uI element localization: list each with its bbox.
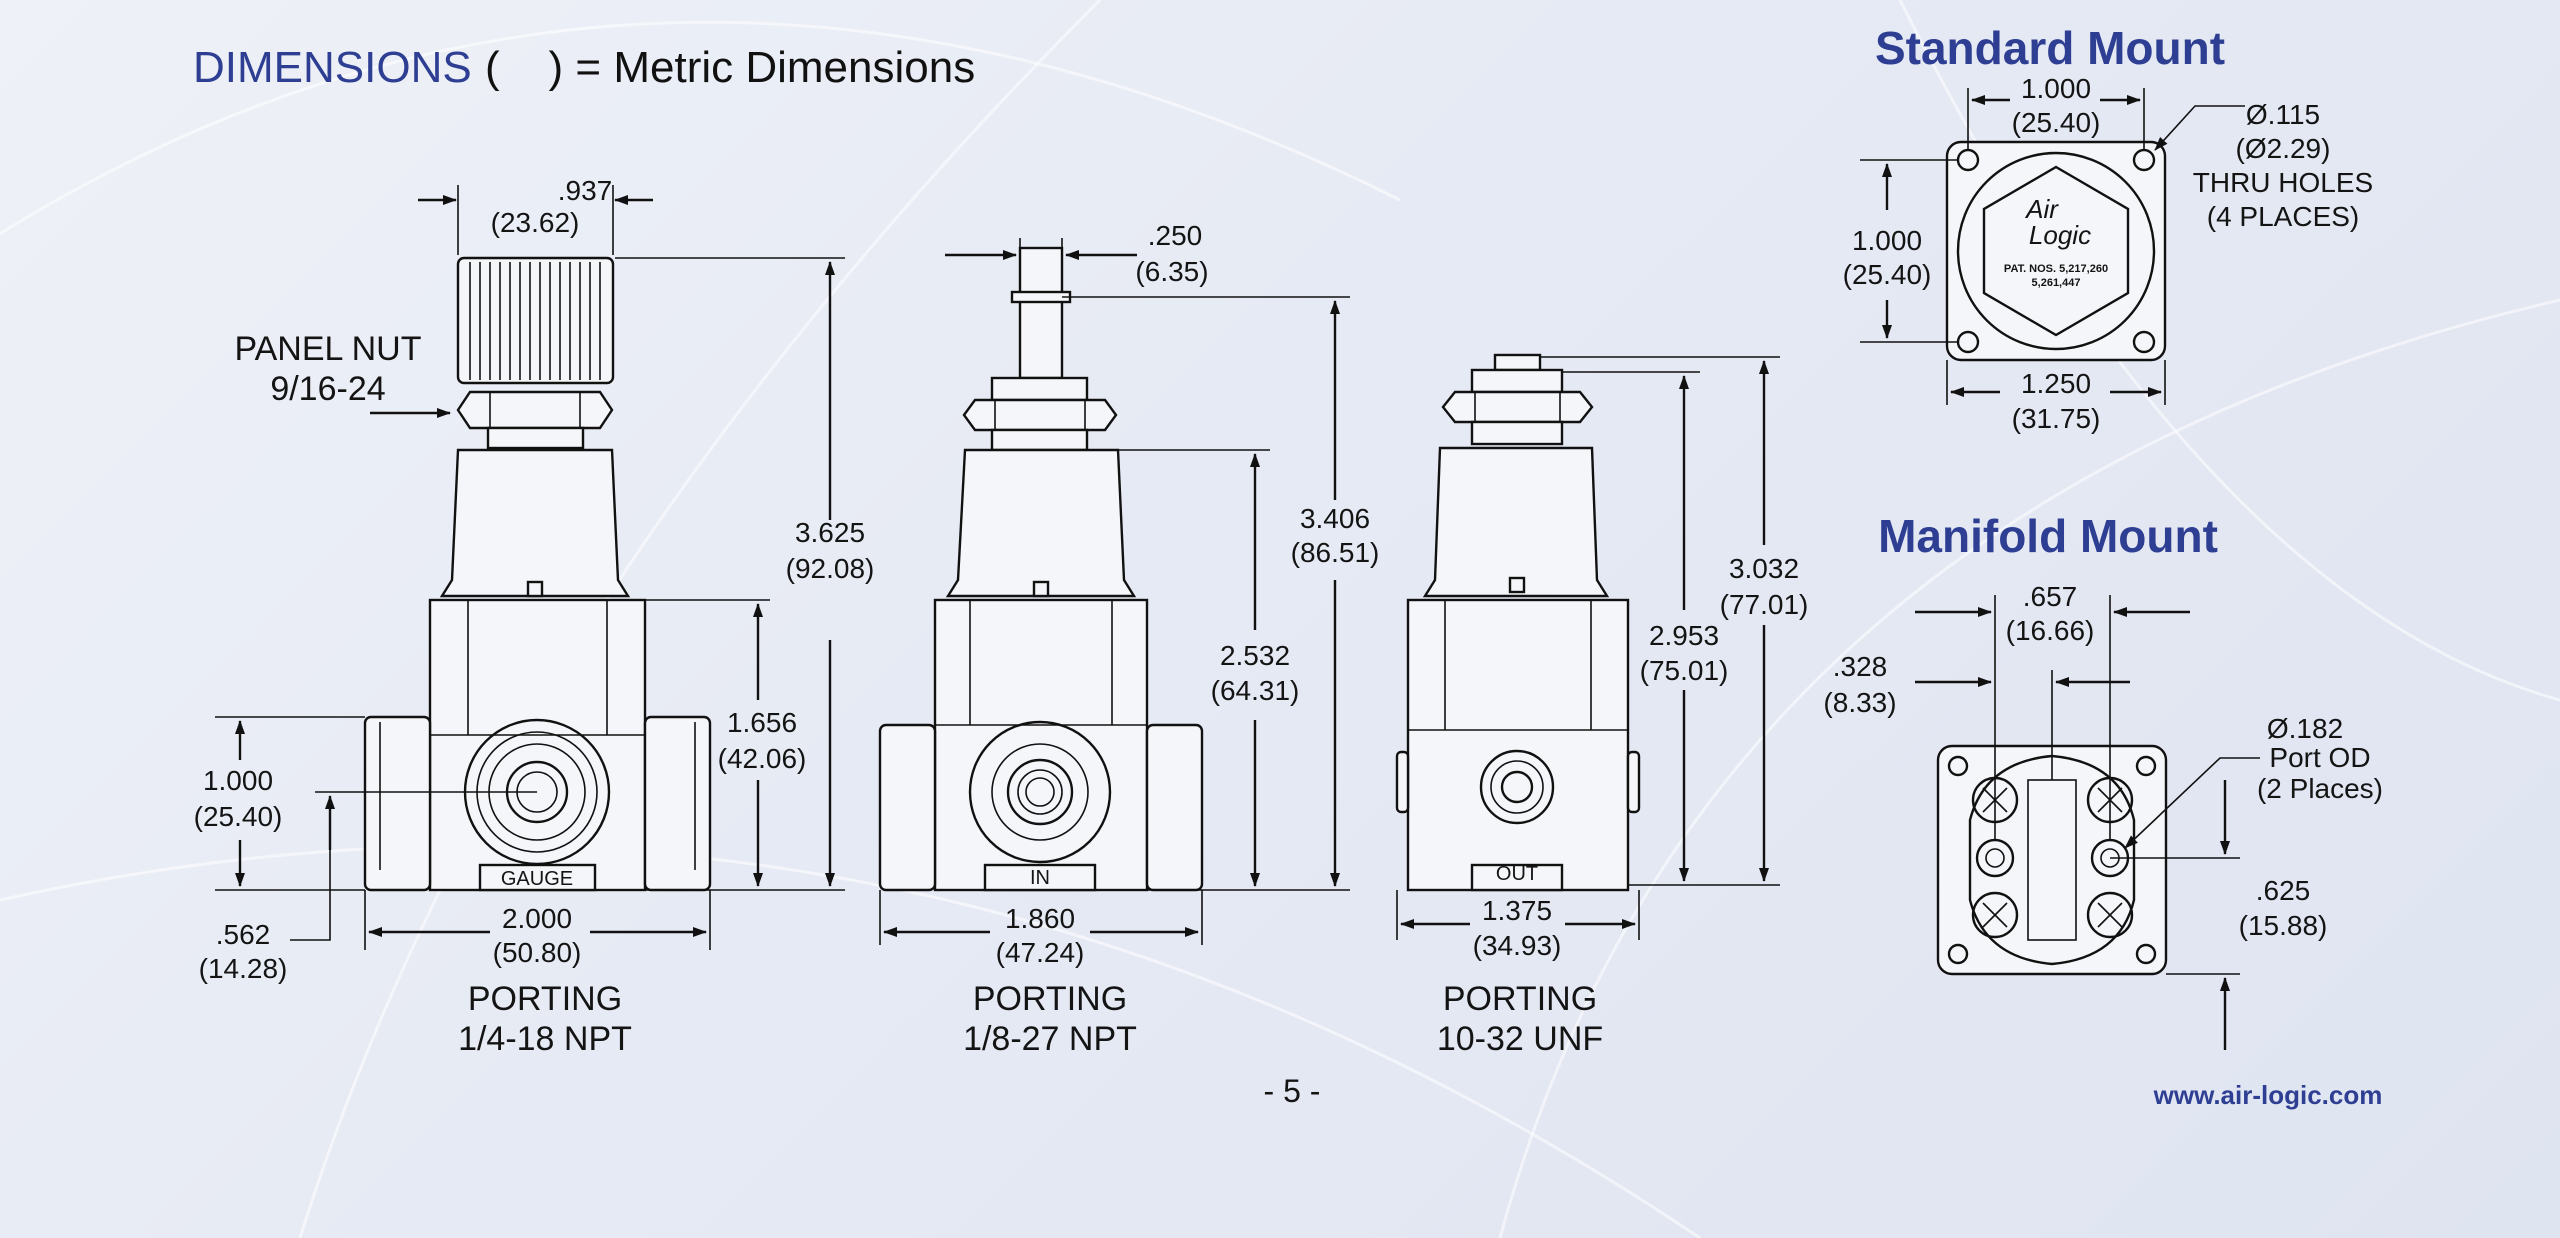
manifold-port-places: (2 Places) — [2257, 773, 2383, 804]
standard-hole-dia: Ø.115 — [2246, 99, 2320, 130]
standard-patent-1: PAT. NOS. 5,217,260 — [2004, 263, 2108, 275]
standard-mount-title: Standard Mount — [1875, 22, 2225, 74]
manifold-offset-mm: (8.33) — [1823, 687, 1896, 718]
header-metric-note: ( ) = Metric Dimensions — [485, 43, 975, 92]
standard-mount-drawing — [1945, 140, 2167, 362]
standard-width-base: 1.250 — [2021, 368, 2091, 399]
website-url[interactable]: www.air-logic.com — [2153, 1080, 2383, 1110]
standard-width-top-mm: (25.40) — [2012, 107, 2101, 138]
inlet-height-total-mm: (86.51) — [1291, 537, 1380, 568]
standard-height-left: 1.000 — [1852, 225, 1922, 256]
outlet-porting-label: PORTING — [1443, 980, 1597, 1018]
inlet-width-base: 1.860 — [1005, 903, 1075, 934]
standard-hole-note-2: (4 PLACES) — [2207, 201, 2360, 232]
inlet-height-total: 3.406 — [1300, 503, 1370, 534]
manifold-height-mm: (15.88) — [2239, 910, 2328, 941]
gauge-base-offset: .562 — [216, 919, 271, 950]
page-number: - 5 - — [1264, 1073, 1321, 1109]
outlet-height-total: 3.032 — [1729, 553, 1799, 584]
manifold-mount-drawing — [1936, 744, 2168, 976]
inlet-height-body-mm: (64.31) — [1211, 675, 1300, 706]
manifold-mount-dimension-lines — [1915, 595, 2260, 1050]
inlet-porting-label: PORTING — [973, 980, 1127, 1018]
outlet-width-base: 1.375 — [1482, 895, 1552, 926]
gauge-width-top: .937 — [558, 175, 613, 206]
outlet-height-total-mm: (77.01) — [1720, 589, 1809, 620]
inlet-stem-width-mm: (6.35) — [1135, 256, 1208, 287]
panel-nut-thread: 9/16-24 — [270, 370, 385, 408]
standard-mount-dimension-lines — [1860, 88, 2245, 405]
outlet-height-body-mm: (75.01) — [1640, 655, 1729, 686]
gauge-width-top-mm: (23.62) — [491, 207, 580, 238]
outlet-height-body: 2.953 — [1649, 620, 1719, 651]
inlet-porting-spec: 1/8-27 NPT — [963, 1020, 1137, 1058]
gauge-height-body: 1.656 — [727, 707, 797, 738]
inlet-dimension-lines — [879, 238, 1350, 945]
manifold-spacing-mm: (16.66) — [2006, 615, 2095, 646]
outlet-porting-spec: 10-32 UNF — [1437, 1020, 1603, 1058]
standard-hole-dia-mm: (Ø2.29) — [2236, 133, 2331, 164]
manifold-offset: .328 — [1833, 651, 1888, 682]
gauge-height-total: 3.625 — [795, 517, 865, 548]
gauge-height-body-mm: (42.06) — [718, 743, 807, 774]
inlet-stem-width: .250 — [1148, 220, 1203, 251]
gauge-width-base: 2.000 — [502, 903, 572, 934]
standard-width-base-mm: (31.75) — [2012, 403, 2101, 434]
manifold-port-dia: Ø.182 — [2267, 713, 2343, 744]
standard-logo-air: Air — [2024, 194, 2059, 224]
outlet-dimension-lines — [1396, 356, 1780, 940]
gauge-height-total-mm: (92.08) — [786, 553, 875, 584]
standard-patent-2: 5,261,447 — [2032, 277, 2081, 289]
gauge-dimension-lines — [215, 185, 845, 950]
outlet-width-base-mm: (34.93) — [1473, 930, 1562, 961]
gauge-porting-spec: 1/4-18 NPT — [458, 1020, 632, 1058]
gauge-base-offset-mm: (14.28) — [199, 953, 288, 984]
gauge-regulator-drawing — [363, 256, 712, 892]
manifold-mount-title: Manifold Mount — [1878, 510, 2218, 562]
standard-width-top: 1.000 — [2021, 73, 2091, 104]
gauge-port-label: GAUGE — [501, 868, 573, 890]
standard-logo-logic: Logic — [2029, 220, 2091, 250]
manifold-port-od: Port OD — [2269, 742, 2370, 773]
inlet-regulator-drawing — [878, 246, 1204, 892]
gauge-port-height-mm: (25.40) — [194, 801, 283, 832]
inlet-height-body: 2.532 — [1220, 640, 1290, 671]
outlet-regulator-drawing — [1395, 353, 1641, 892]
gauge-port-height: 1.000 — [203, 765, 273, 796]
manifold-spacing: .657 — [2023, 581, 2078, 612]
gauge-width-base-mm: (50.80) — [493, 937, 582, 968]
inlet-width-base-mm: (47.24) — [996, 937, 1085, 968]
panel-nut-label: PANEL NUT — [234, 330, 421, 368]
gauge-porting-label: PORTING — [468, 980, 622, 1018]
standard-height-left-mm: (25.40) — [1843, 259, 1932, 290]
standard-hole-note-1: THRU HOLES — [2193, 167, 2373, 198]
inlet-port-label: IN — [1030, 867, 1050, 889]
outlet-port-label: OUT — [1496, 863, 1538, 885]
header-dimensions: DIMENSIONS — [193, 43, 472, 92]
manifold-height: .625 — [2256, 875, 2311, 906]
